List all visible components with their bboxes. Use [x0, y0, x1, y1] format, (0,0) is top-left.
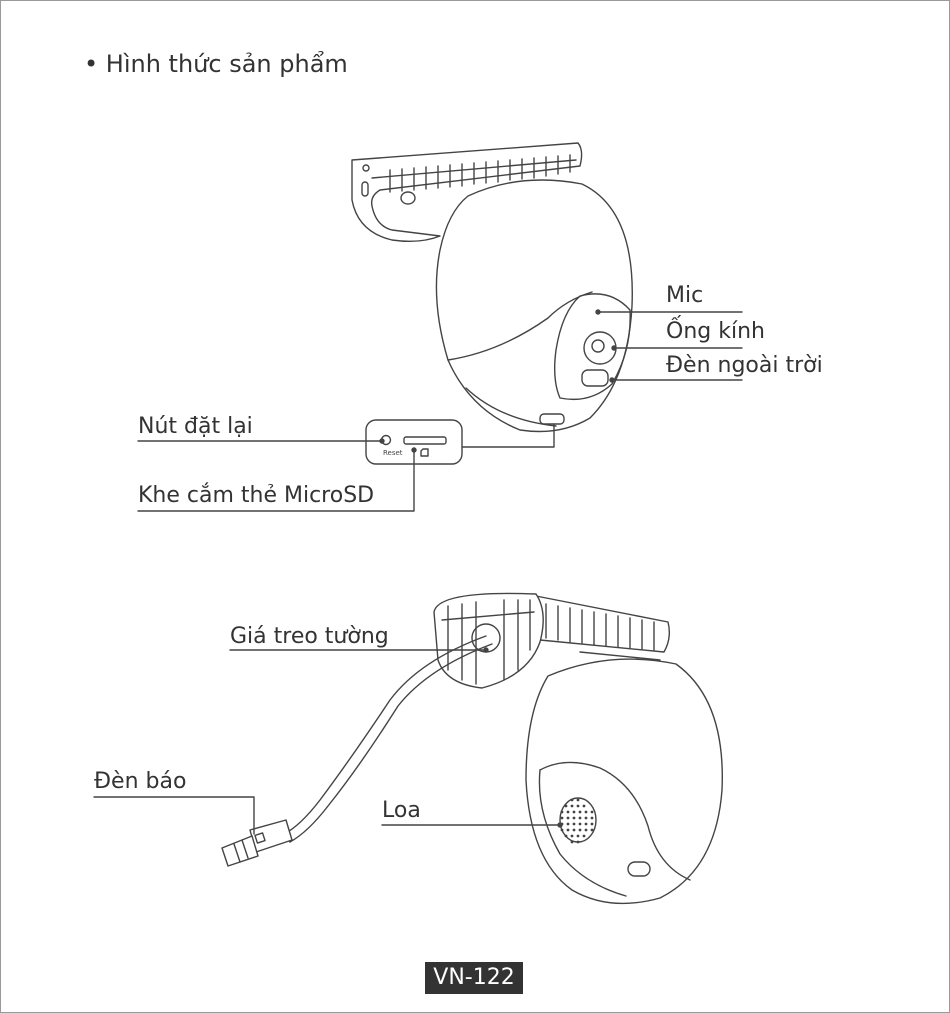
bottom-camera-body — [526, 652, 722, 903]
label-reset-button: Nút đặt lại — [138, 416, 253, 438]
reset-text: Reset — [383, 449, 403, 457]
label-wall-mount: Giá treo tường — [230, 626, 389, 648]
label-microsd-slot: Khe cắm thẻ MicroSD — [138, 485, 374, 507]
label-mic: Mic — [666, 285, 703, 307]
cable-connector — [222, 820, 292, 866]
page-number-badge: VN-122 — [425, 962, 523, 994]
label-lens: Ống kính — [666, 321, 765, 343]
label-indicator-light: Đèn báo — [94, 771, 186, 793]
indicator-callout-line — [94, 797, 254, 834]
top-camera-body — [436, 180, 632, 432]
label-speaker: Loa — [382, 800, 421, 822]
label-outdoor-light: Đèn ngoài trời — [666, 355, 823, 377]
